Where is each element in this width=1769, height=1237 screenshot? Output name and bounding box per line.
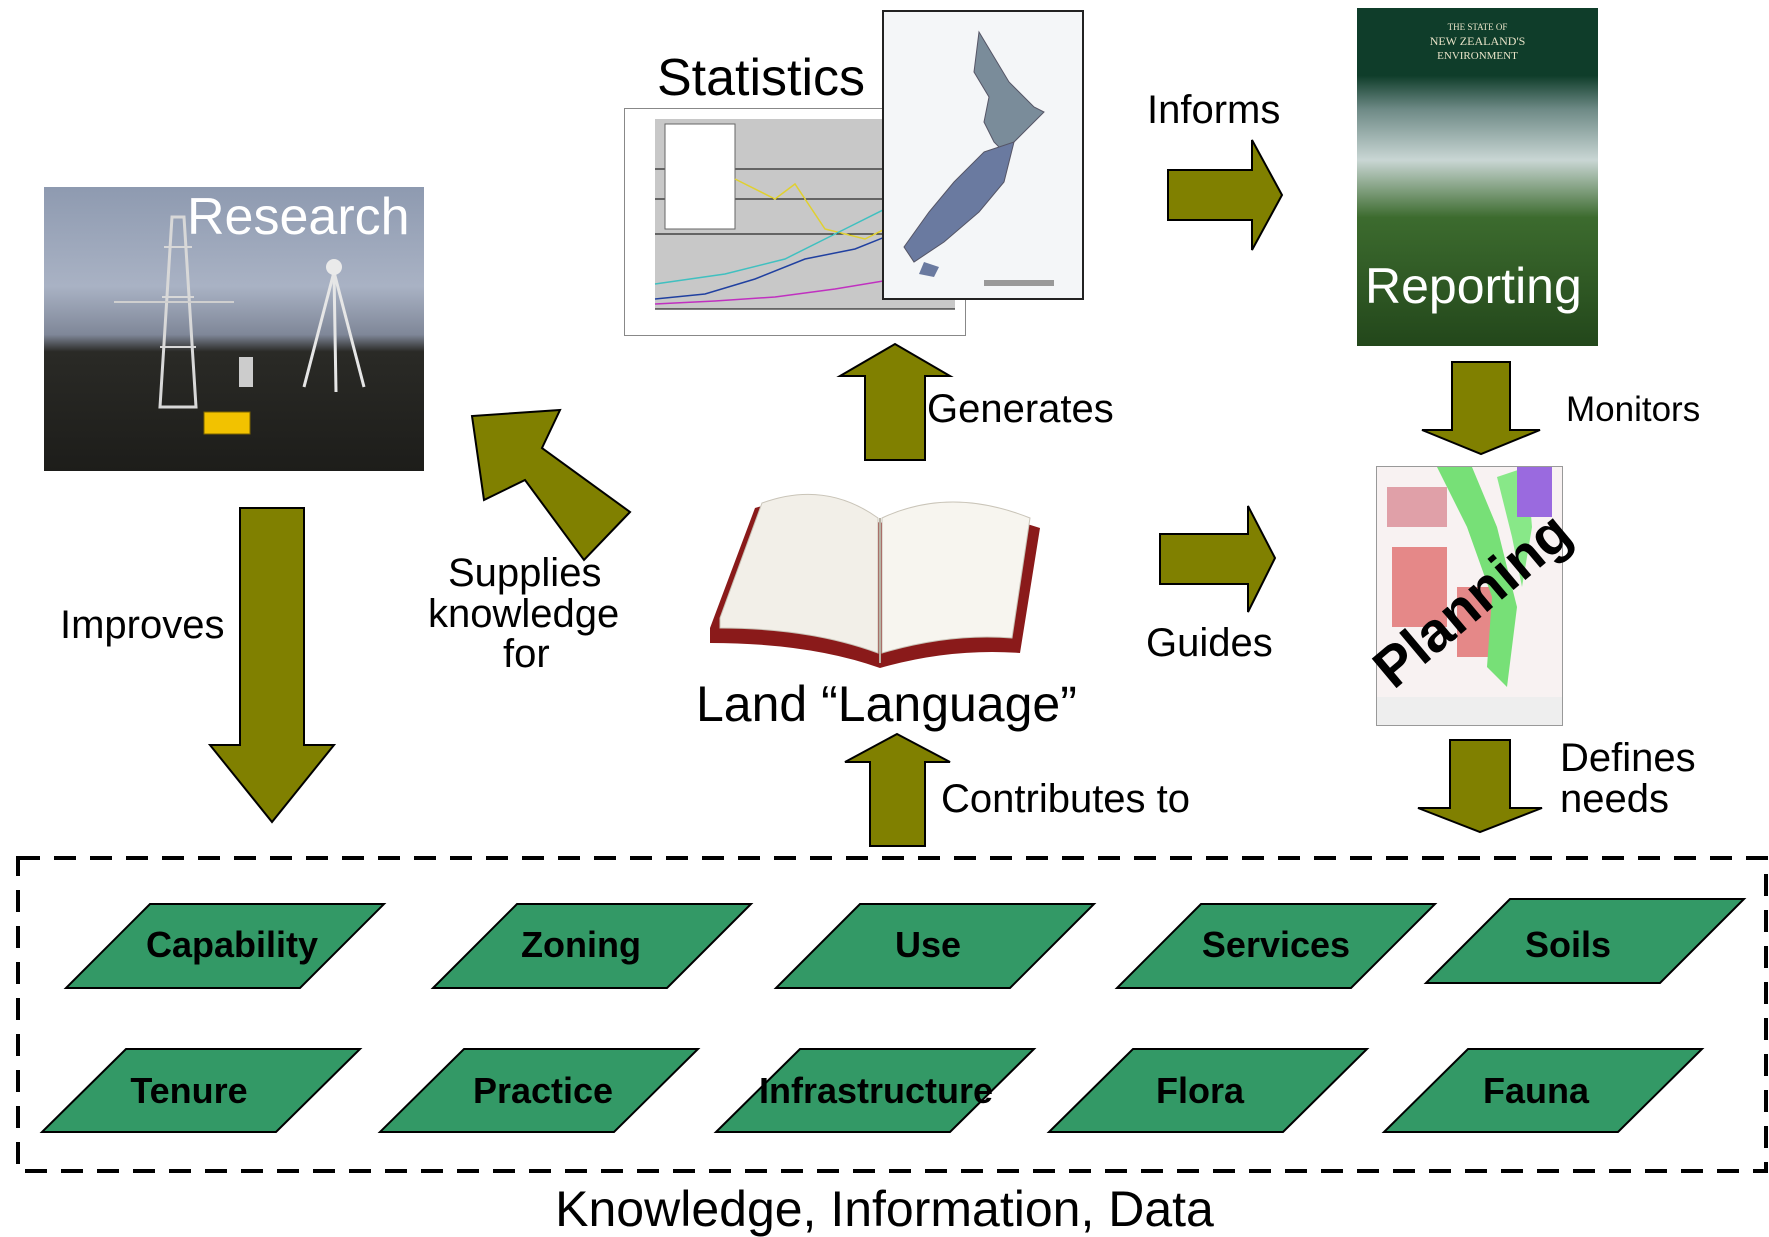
- capability-box: [63, 903, 387, 989]
- tenure-box: [39, 1048, 363, 1133]
- report-cover-line1: THE STATE OF: [1447, 22, 1508, 32]
- fauna-label: Fauna: [1483, 1070, 1590, 1111]
- data-container-border: [16, 856, 1768, 1173]
- land-language-title: Land “Language”: [696, 676, 1077, 732]
- infrastructure-box: [713, 1048, 1037, 1133]
- report-cover-line2: NEW ZEALAND'S: [1429, 34, 1526, 48]
- planning-map-illustration: [1377, 467, 1562, 725]
- supplies-arrow: [470, 408, 632, 562]
- improves-arrow: [207, 507, 337, 824]
- guides-label: Guides: [1146, 621, 1273, 665]
- contributes-arrow: [844, 732, 951, 847]
- reporting-title: Reporting: [1365, 258, 1582, 314]
- informs-arrow: [1167, 139, 1284, 251]
- soils-box: [1423, 898, 1747, 984]
- nz-map-image: [882, 10, 1084, 300]
- fauna-box: [1381, 1048, 1705, 1133]
- use-box: [773, 903, 1097, 989]
- generates-arrow: [836, 342, 954, 461]
- monitors-label: Monitors: [1566, 390, 1701, 429]
- defines-label-line1: Defines: [1560, 736, 1696, 780]
- improves-label: Improves: [60, 603, 225, 647]
- services-box: [1114, 903, 1438, 989]
- soils-label: Soils: [1525, 924, 1611, 965]
- flora-box: [1046, 1048, 1370, 1133]
- supplies-label-line3: for: [503, 632, 550, 676]
- reporting-cover-image: THE STATE OF NEW ZEALAND'S ENVIRONMENT R…: [1357, 8, 1598, 346]
- supplies-label-line1: Supplies: [448, 551, 602, 595]
- nz-map-illustration: [903, 30, 1054, 286]
- informs-label: Informs: [1147, 88, 1281, 132]
- services-label: Services: [1202, 924, 1350, 965]
- zoning-box: [430, 903, 754, 989]
- defines-label-line2: needs: [1560, 777, 1669, 821]
- open-book-illustration: [710, 493, 1040, 668]
- use-label: Use: [895, 924, 961, 965]
- supplies-label-line2: knowledge: [428, 592, 620, 636]
- capability-label: Capability: [146, 924, 318, 965]
- monitors-arrow: [1421, 361, 1541, 456]
- contributes-label: Contributes to: [941, 777, 1191, 821]
- defines-arrow: [1417, 739, 1543, 834]
- footer-title: Knowledge, Information, Data: [555, 1181, 1214, 1237]
- infrastructure-label: Infrastructure: [759, 1070, 993, 1111]
- research-tower-illustration: [114, 215, 366, 435]
- flora-label: Flora: [1156, 1070, 1245, 1111]
- planning-map-image: [1376, 466, 1563, 726]
- generates-label: Generates: [927, 387, 1114, 431]
- research-photo: Research: [44, 187, 424, 471]
- tenure-label: Tenure: [130, 1070, 247, 1111]
- practice-box: [377, 1048, 701, 1133]
- zoning-label: Zoning: [521, 924, 641, 965]
- guides-arrow: [1159, 505, 1277, 613]
- research-title: Research: [187, 188, 410, 246]
- practice-label: Practice: [473, 1070, 613, 1111]
- book-image: [700, 468, 1055, 678]
- statistics-title: Statistics: [657, 49, 866, 107]
- report-cover-line3: ENVIRONMENT: [1437, 50, 1518, 62]
